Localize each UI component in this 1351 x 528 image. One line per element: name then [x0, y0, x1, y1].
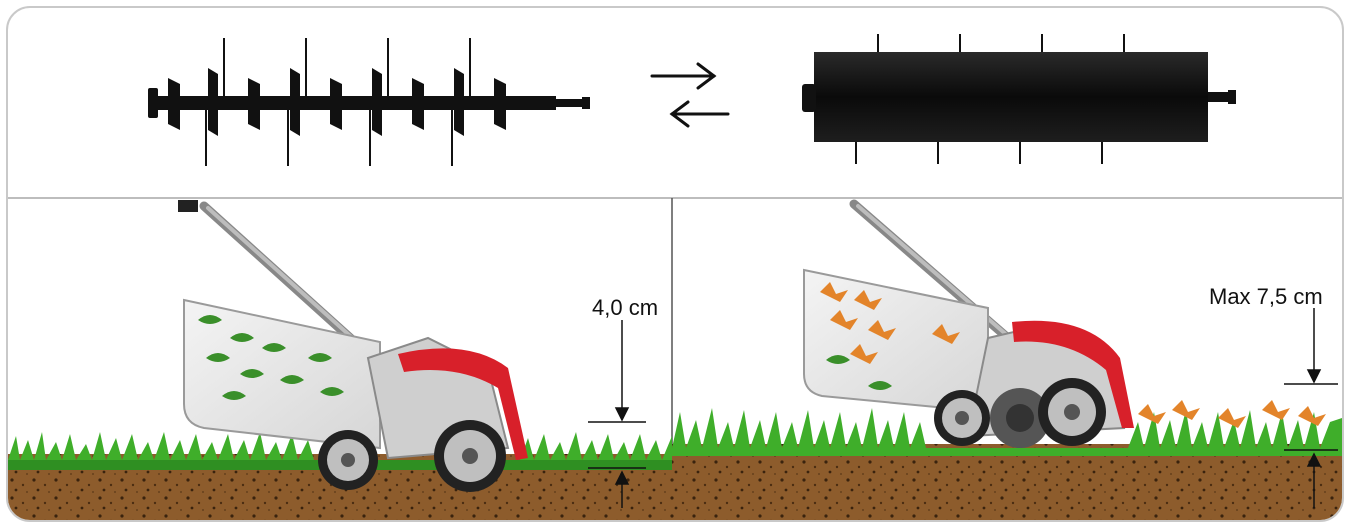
right-scene — [672, 199, 1342, 520]
height-measure-right — [1284, 308, 1338, 508]
left-scene — [8, 200, 672, 520]
rear-wheel — [318, 430, 378, 490]
soil — [672, 444, 1342, 520]
leaf-collector-bag — [803, 268, 989, 414]
height-label-right: Max 7,5 cm — [1209, 284, 1323, 309]
diagram-frame: 4,0 cm Max 7,5 cm — [6, 6, 1344, 522]
front-wheel — [1038, 378, 1106, 446]
diagram-svg — [8, 34, 1342, 520]
height-label-left: 4,0 cm — [592, 295, 659, 320]
grass — [672, 408, 1342, 456]
height-measure-left — [588, 320, 646, 508]
front-wheel — [434, 420, 506, 492]
red-hood — [398, 348, 528, 460]
leaves-on-lawn — [1138, 400, 1326, 428]
swap-arrows-icon — [650, 62, 730, 128]
rear-wheel — [934, 390, 990, 446]
spiked-blade-roller-icon — [148, 38, 590, 166]
cylinder-spring-roller-icon — [802, 34, 1236, 164]
red-hood — [1012, 320, 1134, 428]
